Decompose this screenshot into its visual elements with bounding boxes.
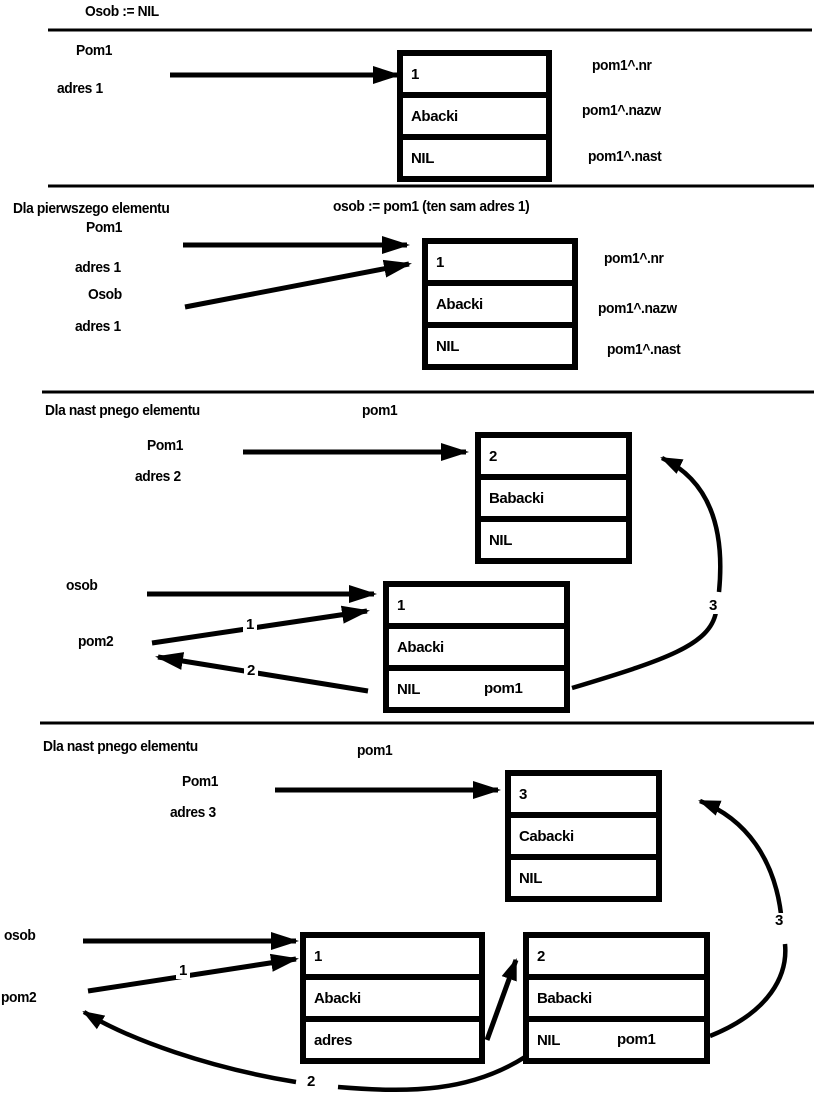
- cell-text: 1: [314, 947, 322, 965]
- s2-heading: Dla pierwszego elementu: [13, 200, 170, 217]
- s4-new-cell-nr: 3: [511, 776, 656, 812]
- cell-extra-pom1: pom1: [484, 680, 523, 697]
- s3-pointer-addr: adres 2: [135, 468, 181, 485]
- s4-pointer-addr: adres 3: [170, 804, 216, 821]
- s4-first-cell-nast: adres: [306, 1016, 479, 1058]
- s3-pointer-name: Pom1: [147, 437, 184, 454]
- s3-first-cell-nazw: Abacki: [389, 623, 564, 665]
- s1-record-node: 1 Abacki NIL: [397, 50, 552, 182]
- s4-first-node: 1 Abacki adres: [300, 932, 485, 1064]
- cell-text: adres: [314, 1031, 353, 1049]
- s4-pointer-name: Pom1: [182, 773, 219, 790]
- s2-field-label-nast: pom1^.nast: [607, 341, 681, 358]
- s1-pointer-name: Pom1: [76, 42, 113, 59]
- s4-arrow-1: [87, 953, 299, 994]
- s1-field-label-nast: pom1^.nast: [588, 148, 662, 165]
- cell-text: 1: [436, 253, 444, 271]
- s4-arrow-3-curve-head: [698, 798, 785, 925]
- cell-text: Abacki: [411, 107, 458, 125]
- s4-first-cell-nr: 1: [306, 938, 479, 974]
- s4-second-cell-nast: NIL pom1: [529, 1016, 704, 1058]
- s3-arrow-label-3: 3: [706, 598, 721, 614]
- s1-cell-nazw: Abacki: [403, 92, 546, 134]
- s3-heading: Dla nast pnego elementu: [45, 402, 200, 419]
- s4-new-cell-nast: NIL: [511, 854, 656, 896]
- s4-arrow-label-1: 1: [176, 963, 191, 979]
- s4-arrow-label-3: 3: [772, 913, 787, 929]
- s2-pointer1-addr: adres 1: [75, 259, 121, 276]
- s4-arrow-2-curve-head: [82, 1010, 297, 1085]
- s3-title: pom1: [362, 402, 398, 419]
- s4-second-cell-nr: 2: [529, 938, 704, 974]
- s1-field-label-nr: pom1^.nr: [592, 57, 652, 74]
- cell-text: NIL: [519, 869, 542, 887]
- s3-arrow-3-curve: [571, 611, 719, 691]
- s2-record-node: 1 Abacki NIL: [422, 238, 578, 370]
- s3-arrow-label-1: 1: [243, 617, 258, 633]
- s2-cell-nast: NIL: [428, 322, 572, 364]
- cell-extra-pom1: pom1: [617, 1031, 656, 1048]
- cell-text: Abacki: [436, 295, 483, 313]
- s4-link-arrow: [484, 958, 519, 1041]
- cell-text: 1: [397, 596, 405, 614]
- s2-pointer2-addr: adres 1: [75, 318, 121, 335]
- cell-text: NIL: [411, 149, 434, 167]
- s3-var-pom2: pom2: [78, 633, 114, 650]
- s4-new-node: 3 Cabacki NIL: [505, 770, 662, 902]
- s1-field-label-nazw: pom1^.nazw: [582, 102, 661, 119]
- s3-first-cell-nr: 1: [389, 587, 564, 623]
- cell-text: NIL: [397, 680, 420, 698]
- s4-new-cell-nazw: Cabacki: [511, 812, 656, 854]
- s3-first-cell-nast: NIL pom1: [389, 665, 564, 707]
- s2-field-label-nr: pom1^.nr: [604, 250, 664, 267]
- cell-text: 1: [411, 65, 419, 83]
- cell-text: NIL: [489, 531, 512, 549]
- s3-new-cell-nr: 2: [481, 438, 626, 474]
- s3-var-osob: osob: [66, 577, 98, 594]
- s4-first-cell-nazw: Abacki: [306, 974, 479, 1016]
- s2-pointer2-name: Osob: [88, 286, 122, 303]
- s4-var-osob: osob: [4, 927, 36, 944]
- s4-second-cell-nazw: Babacki: [529, 974, 704, 1016]
- cell-text: Cabacki: [519, 827, 574, 845]
- s4-arrow-2-curve: [337, 1055, 527, 1093]
- cell-text: 2: [489, 447, 497, 465]
- s2-field-label-nazw: pom1^.nazw: [598, 300, 677, 317]
- s2-osob-arrow: [184, 259, 412, 310]
- cell-text: Abacki: [397, 638, 444, 656]
- s1-cell-nr: 1: [403, 56, 546, 92]
- s1-pointer-addr: adres 1: [57, 80, 103, 97]
- s3-arrow-3-curve-head: [660, 455, 723, 593]
- s4-arrow-label-2: 2: [304, 1074, 319, 1090]
- s3-new-cell-nazw: Babacki: [481, 474, 626, 516]
- s4-arrow-3-curve: [709, 943, 788, 1039]
- s2-cell-nr: 1: [428, 244, 572, 280]
- s3-new-cell-nast: NIL: [481, 516, 626, 558]
- s3-arrow-label-2: 2: [244, 663, 259, 679]
- s2-cell-nazw: Abacki: [428, 280, 572, 322]
- s2-title: osob := pom1 (ten sam adres 1): [333, 198, 530, 215]
- s3-arrow-1: [151, 605, 370, 646]
- cell-text: Babacki: [489, 489, 544, 507]
- s3-arrow-2: [155, 652, 369, 694]
- cell-text: 2: [537, 947, 545, 965]
- cell-text: Babacki: [537, 989, 592, 1007]
- cell-text: Abacki: [314, 989, 361, 1007]
- s1-cell-nast: NIL: [403, 134, 546, 176]
- s1-title: Osob := NIL: [85, 3, 159, 20]
- s3-new-node: 2 Babacki NIL: [475, 432, 632, 564]
- cell-text: 3: [519, 785, 527, 803]
- s4-heading: Dla nast pnego elementu: [43, 738, 198, 755]
- s4-second-node: 2 Babacki NIL pom1: [523, 932, 710, 1064]
- s2-pointer1-name: Pom1: [86, 219, 123, 236]
- cell-text: NIL: [537, 1031, 560, 1049]
- cell-text: NIL: [436, 337, 459, 355]
- s4-title: pom1: [357, 742, 393, 759]
- s3-first-node: 1 Abacki NIL pom1: [383, 581, 570, 713]
- s4-var-pom2: pom2: [1, 989, 37, 1006]
